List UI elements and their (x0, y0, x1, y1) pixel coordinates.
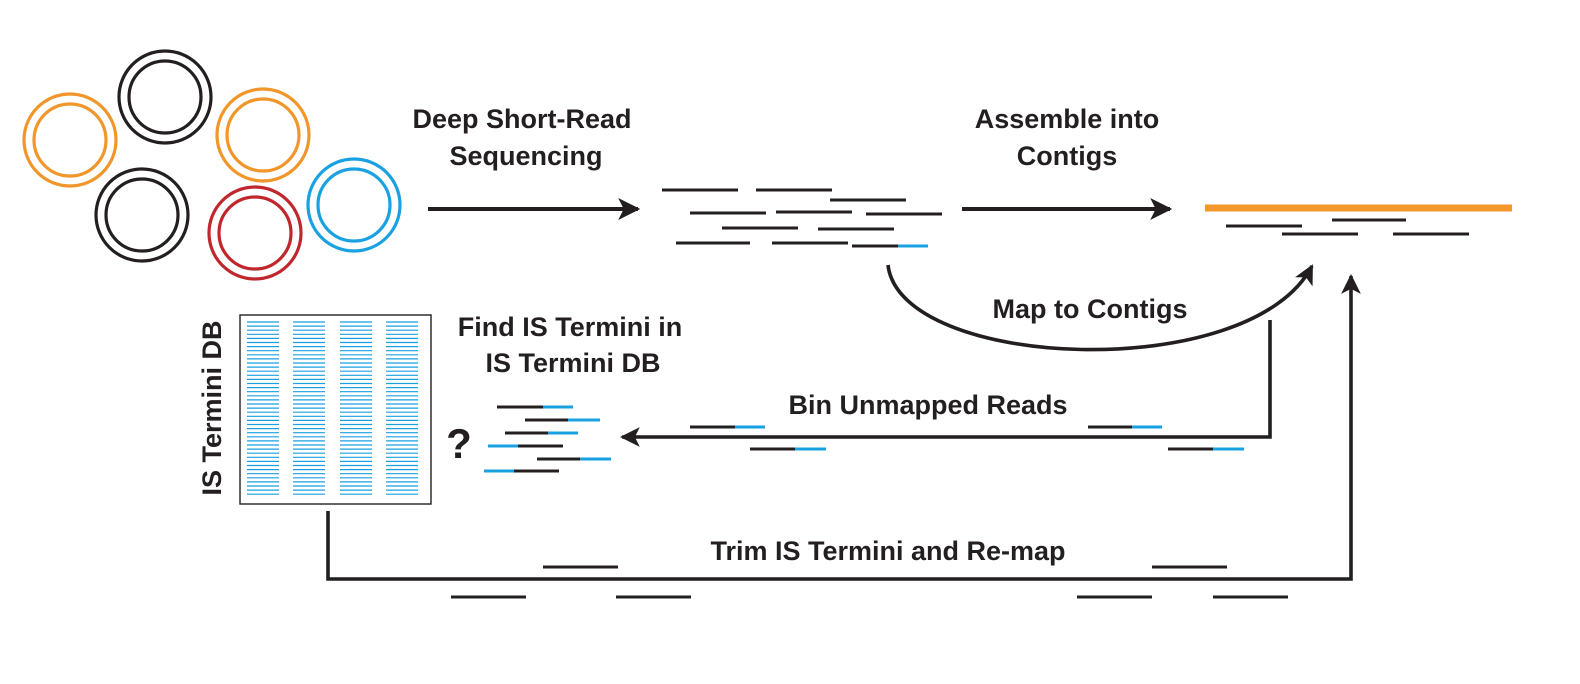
sequencing-label-line2: Sequencing (449, 141, 602, 171)
assembled-contig (1205, 204, 1512, 236)
cell-orange-2 (215, 87, 311, 183)
cell-red (207, 185, 303, 281)
database-label: IS Termini DB (197, 320, 227, 495)
bin-unmapped-arrow (620, 320, 1272, 447)
binned-reads (484, 405, 611, 473)
trim-remap-arrow (326, 274, 1361, 581)
database-entries (247, 321, 418, 495)
cell-blue (306, 157, 402, 253)
find-termini-label-line2: IS Termini DB (485, 348, 660, 378)
cell-black-1 (117, 49, 213, 145)
mapped-reads (1226, 218, 1469, 236)
unmapped-reads (690, 425, 1244, 451)
cell-black-2 (94, 167, 190, 263)
cell-orange-1 (22, 92, 118, 188)
trim-remap-label: Trim IS Termini and Re-map (710, 536, 1065, 566)
assemble-label-line1: Assemble into (975, 104, 1160, 134)
map-to-contigs-label: Map to Contigs (993, 294, 1188, 324)
map-to-contigs-arrow (886, 264, 1314, 352)
is-termini-database (239, 314, 432, 505)
trimmed-reads (451, 565, 1288, 599)
bin-unmapped-label: Bin Unmapped Reads (788, 390, 1067, 420)
question-mark: ? (446, 420, 472, 467)
short-reads (662, 188, 942, 248)
assemble-label-line2: Contigs (1017, 141, 1118, 171)
bacterial-cells (22, 49, 402, 281)
sequencing-label-line1: Deep Short-Read (412, 104, 631, 134)
find-termini-label-line1: Find IS Termini in (458, 312, 683, 342)
